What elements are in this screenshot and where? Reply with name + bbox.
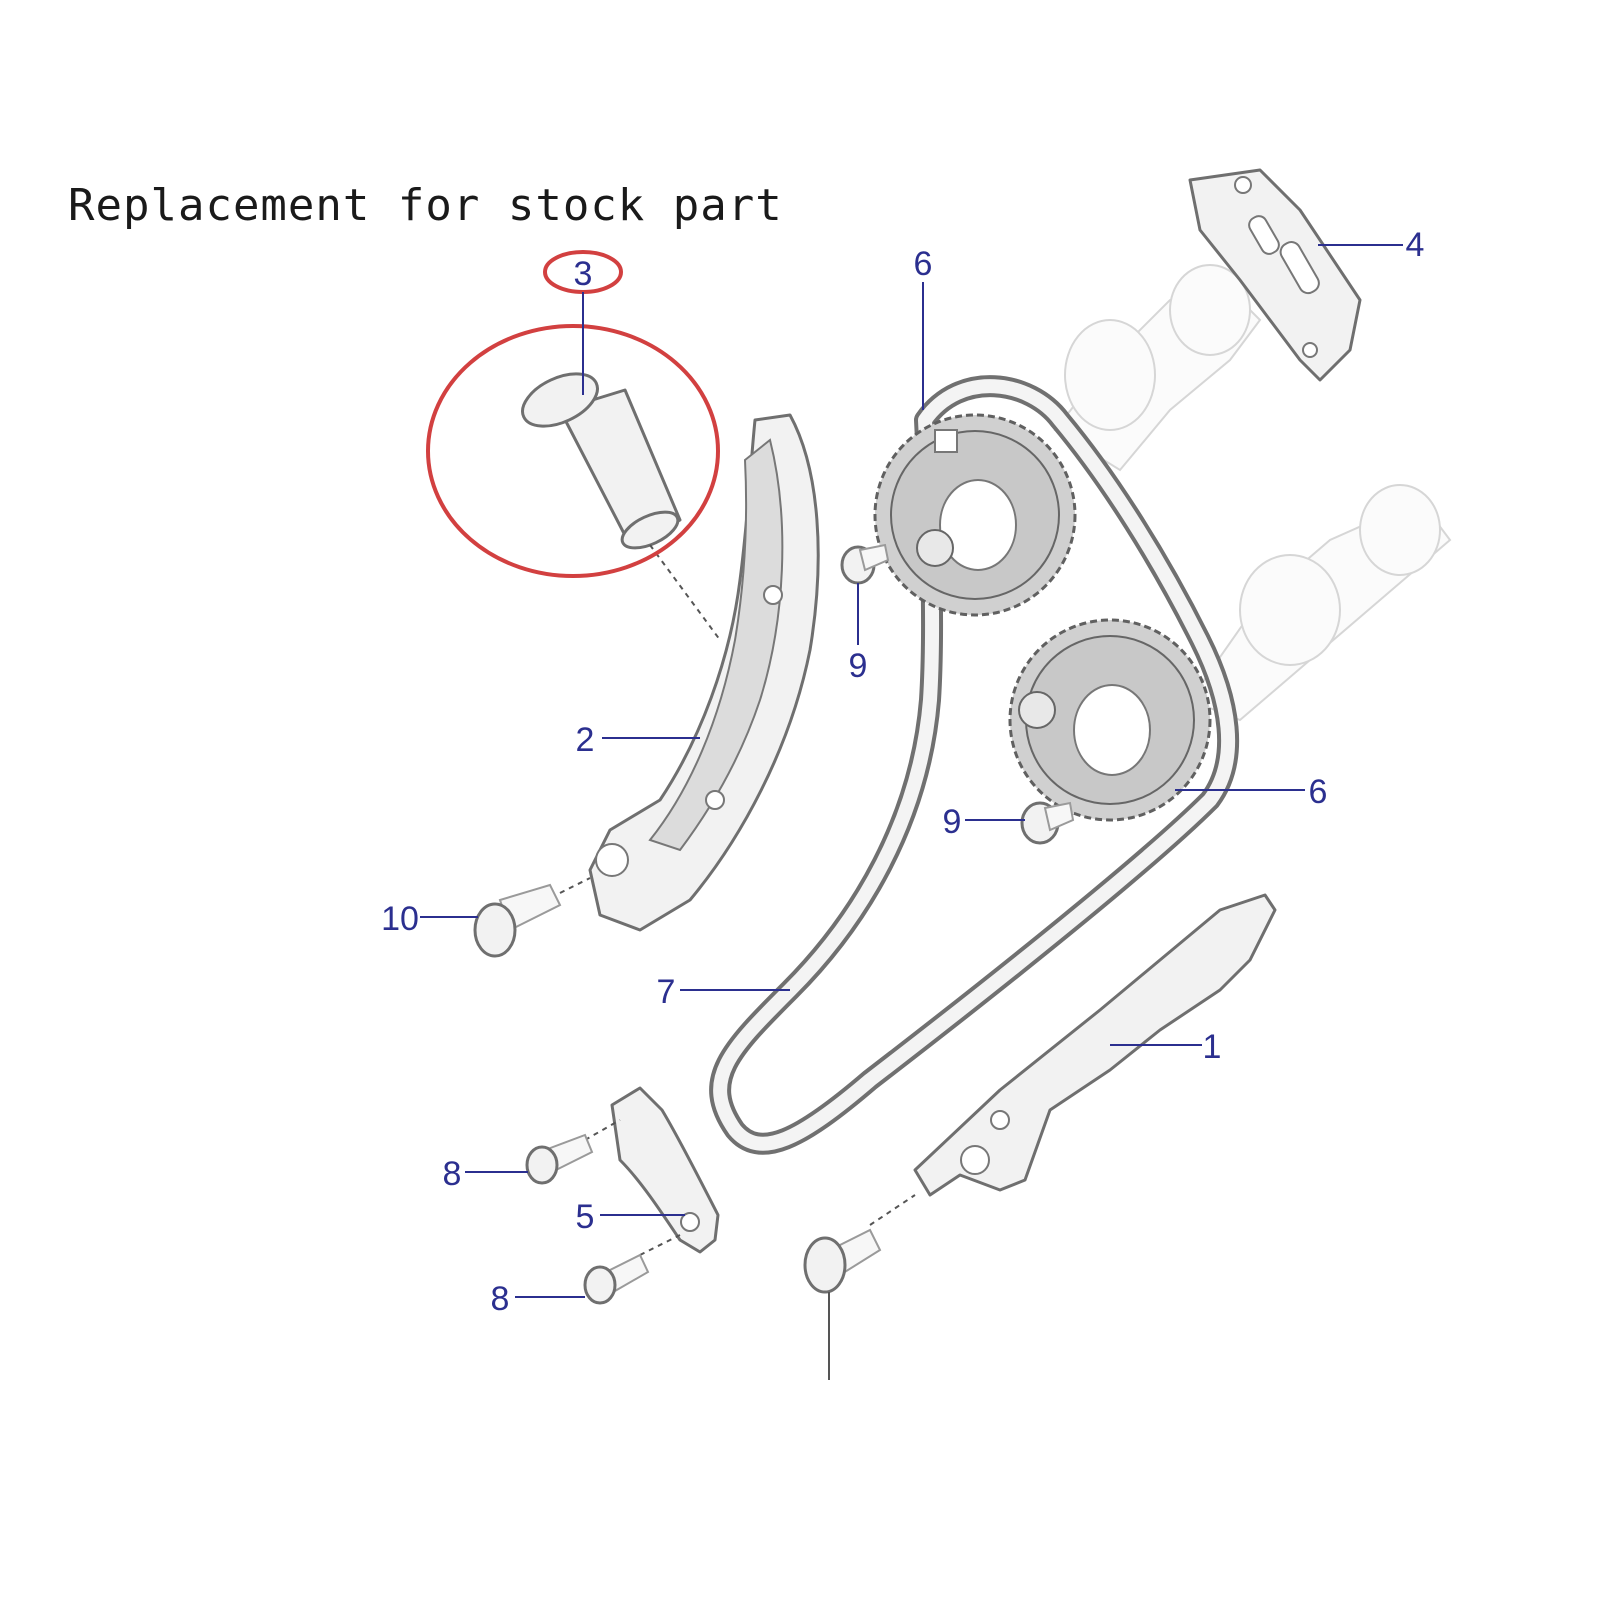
part-4-upper-guide [1188,168,1362,382]
callout-7: 7 [657,973,676,1011]
highlight-circle-part-3 [426,324,720,578]
part-2-tensioner-rail [588,413,820,932]
callout-5: 5 [576,1198,595,1236]
bolt-lower-guide [803,1228,882,1380]
bolt-8-upper [525,1133,594,1185]
part-6-lower-sprocket [1008,618,1212,822]
callout-2: 2 [576,721,595,759]
callout-1: 1 [1203,1028,1222,1066]
bolt-9-upper [840,543,890,585]
callout-8-lower: 8 [491,1280,510,1318]
part-1-lower-chain-guide [869,893,1277,1226]
bolt-8-lower [583,1253,650,1305]
bolt-10 [473,877,591,958]
callout-4: 4 [1406,226,1425,264]
callout-6-right: 6 [1309,773,1328,811]
callout-9-upper: 9 [849,647,868,685]
callout-3: 3 [574,255,593,293]
callout-9-lower: 9 [943,803,962,841]
camshaft-upper [1053,264,1262,472]
camshaft-lower [1188,484,1452,722]
part-6-upper-sprocket [873,413,1077,617]
caption-text: Replacement for stock part [68,180,783,231]
bolt-9-lower [1020,801,1075,845]
part-7-timing-chain [709,375,1240,1155]
callout-8-upper: 8 [443,1155,462,1193]
callout-6-top: 6 [914,245,933,283]
part-3-pivot-pin [521,372,721,641]
callout-10: 10 [381,900,419,938]
part-5-bracket [584,1086,720,1256]
